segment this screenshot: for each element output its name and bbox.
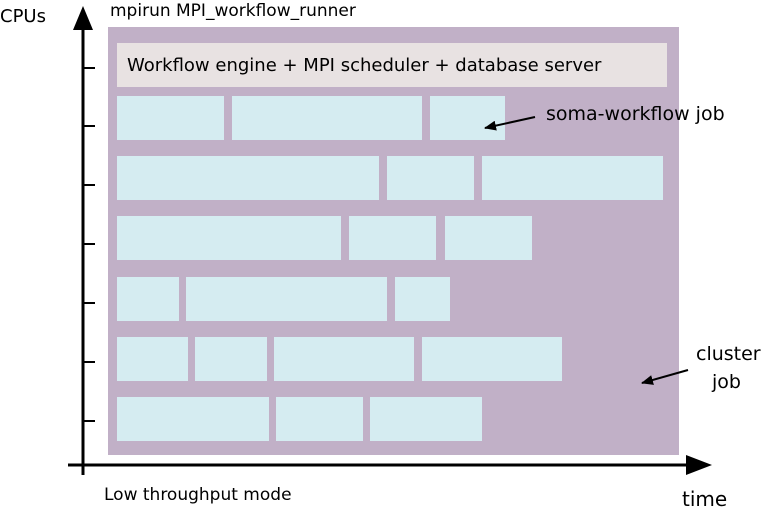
workflow-job (117, 96, 224, 140)
mode-label: Low throughput mode (104, 485, 292, 505)
workflow-job (387, 156, 474, 200)
workflow-job (117, 277, 179, 321)
workflow-job (117, 397, 269, 441)
workflow-job (195, 337, 267, 381)
workflow-job (117, 156, 379, 200)
workflow-job (186, 277, 387, 321)
workflow-job (430, 96, 505, 140)
workflow-job (349, 216, 436, 260)
y-axis-arrowhead (73, 6, 93, 30)
y-axis-ticks (83, 67, 95, 422)
workflow-job (482, 156, 663, 200)
cluster-job-label-line2: job (712, 371, 741, 393)
cluster-job-label-line1: cluster (696, 343, 761, 365)
x-axis-arrowhead (686, 455, 712, 475)
soma-workflow-job-label: soma-workflow job (546, 103, 725, 125)
workflow-job (276, 397, 363, 441)
workflow-job (117, 337, 188, 381)
y-axis-label: CPUs (0, 6, 46, 27)
workflow-job (117, 216, 341, 260)
mpirun-label: mpirun MPI_workflow_runner (110, 1, 356, 21)
cluster-job-arrow (641, 369, 689, 385)
workflow-engine-label: Workflow engine + MPI scheduler + databa… (127, 54, 602, 76)
workflow-engine-box: Workflow engine + MPI scheduler + databa… (117, 43, 667, 87)
x-axis-label: time (682, 487, 728, 511)
workflow-job (370, 397, 482, 441)
workflow-job (232, 96, 422, 140)
workflow-job (445, 216, 532, 260)
workflow-job (274, 337, 414, 381)
workflow-job (395, 277, 450, 321)
soma-job-arrow (484, 116, 536, 131)
workflow-job (422, 337, 562, 381)
